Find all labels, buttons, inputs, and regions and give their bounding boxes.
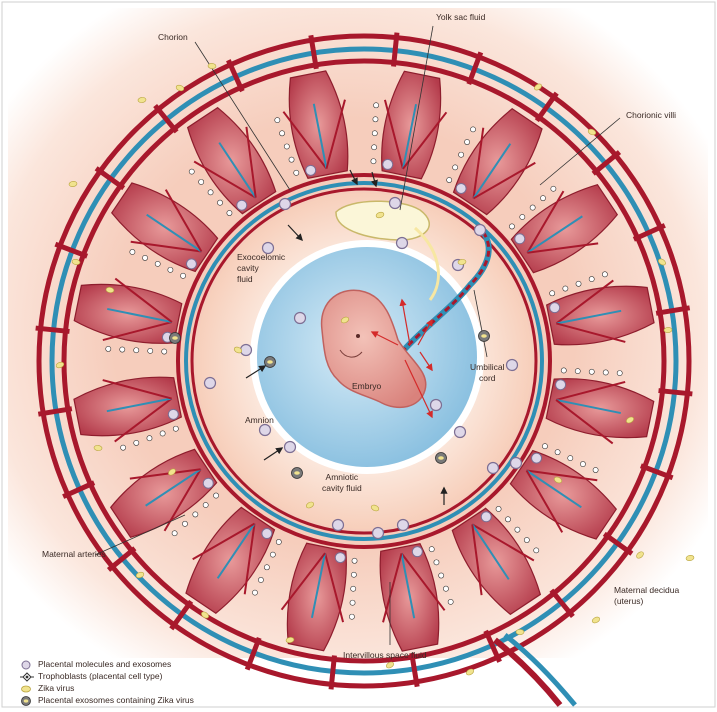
placental-molecule <box>488 463 499 474</box>
zika-virus-icon <box>20 682 34 694</box>
label-exocoelomic: Exocoelomic cavity fluid <box>237 252 285 285</box>
placental-molecule <box>285 442 296 453</box>
legend-item: Zika virus <box>20 682 194 694</box>
label-embryo: Embryo <box>352 381 381 392</box>
spiral-artery <box>36 328 70 331</box>
placental-molecule <box>532 453 542 463</box>
label-amniotic-cavity: Amniotic cavity fluid <box>322 472 362 494</box>
legend-item: Placental molecules and exosomes <box>20 658 194 670</box>
spiral-artery <box>331 656 334 690</box>
placental-molecule <box>186 259 196 269</box>
placental-molecule <box>456 183 466 193</box>
zika-virus <box>94 445 102 451</box>
legend-label: Placental molecules and exosomes <box>38 659 171 669</box>
placental-molecule <box>398 520 409 531</box>
placental-molecule <box>475 225 486 236</box>
spiral-artery <box>659 391 693 394</box>
label-chorion: Chorion <box>158 32 188 43</box>
placental-molecule <box>335 553 345 563</box>
trophoblast-icon <box>20 670 34 682</box>
placental-molecule <box>333 520 344 531</box>
placental-molecule <box>550 303 560 313</box>
legend-label: Placental exosomes containing Zika virus <box>38 695 194 705</box>
zika-virus <box>664 327 672 333</box>
placental-molecule <box>431 400 442 411</box>
label-yolk-sac-fluid: Yolk sac fluid <box>436 12 485 23</box>
zika-exosome-icon <box>20 694 34 706</box>
placental-molecule <box>205 378 216 389</box>
label-maternal-decidua: Maternal decidua (uterus) <box>614 585 679 607</box>
legend-label: Zika virus <box>38 683 74 693</box>
placental-molecule <box>262 529 272 539</box>
placental-molecule <box>306 165 316 175</box>
legend-item: Trophoblasts (placental cell type) <box>20 670 194 682</box>
label-intervillous-space: Intervillous space fluid <box>343 650 427 661</box>
label-chorionic-villi: Chorionic villi <box>626 110 676 121</box>
legend-label: Trophoblasts (placental cell type) <box>38 671 162 681</box>
placental-molecule <box>260 425 271 436</box>
placental-molecule <box>412 547 422 557</box>
zika-virus <box>516 629 524 634</box>
placental-molecule <box>507 360 518 371</box>
legend: Placental molecules and exosomes Trophob… <box>20 658 194 706</box>
placental-molecule <box>511 458 522 469</box>
placental-molecule <box>241 345 252 356</box>
placental-molecule <box>295 313 306 324</box>
zika-virus <box>458 259 466 265</box>
placental-molecule <box>397 238 408 249</box>
label-maternal-arteries: Maternal arteries <box>42 549 106 560</box>
spiral-artery <box>394 33 397 67</box>
zika-virus <box>138 97 146 103</box>
placental-molecule <box>455 427 466 438</box>
placental-molecule <box>373 528 384 539</box>
placental-molecule <box>515 234 525 244</box>
placental-molecule <box>556 380 566 390</box>
placental-molecule <box>383 159 393 169</box>
placental-molecule <box>168 409 178 419</box>
label-amnion: Amnion <box>245 415 274 426</box>
placental-molecule <box>481 512 491 522</box>
placental-molecule <box>237 200 247 210</box>
placental-molecule <box>280 199 291 210</box>
label-umbilical-cord: Umbilical cord <box>470 362 504 384</box>
placental-molecule-icon <box>20 658 34 670</box>
legend-item: Placental exosomes containing Zika virus <box>20 694 194 706</box>
placental-molecule <box>203 478 213 488</box>
placental-molecule <box>390 198 401 209</box>
zika-virus <box>208 63 216 69</box>
